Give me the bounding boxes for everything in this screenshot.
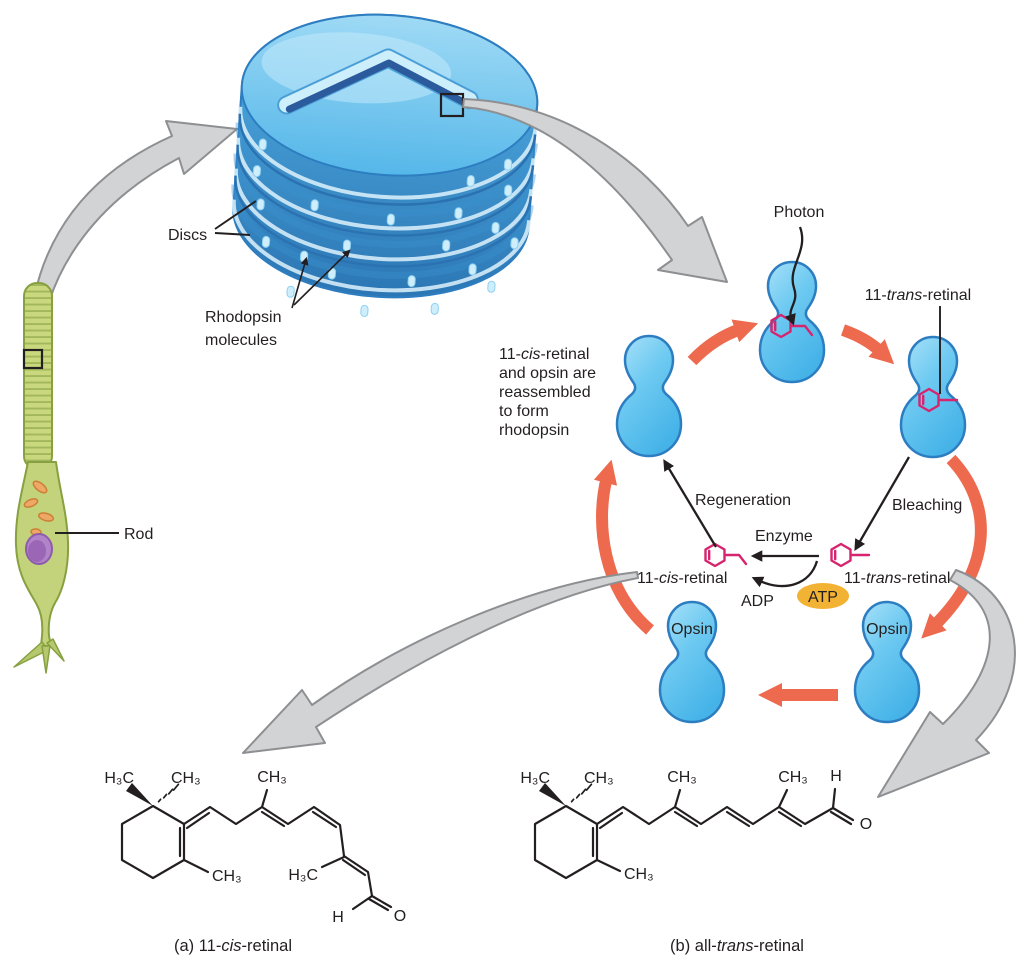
structure-b-ch3-gem-label: CH₃ (584, 770, 614, 787)
structure-b-caption: (b) all-trans-retinal (670, 937, 804, 955)
gray-arrow-cycle-to-structure-b (877, 569, 1016, 798)
gray-arrow-cycle-to-structure-a (242, 571, 639, 754)
enzyme-adp-curved-arrow (751, 560, 819, 588)
rhodopsin-shape-right (899, 335, 967, 459)
trans-retinal-molecule-center (830, 542, 871, 568)
structure-a-h3c-mid-label: H₃C (288, 867, 318, 884)
bleaching-label: Bleaching (892, 497, 962, 514)
structure-b-o-label: O (860, 816, 872, 833)
enzyme-label: Enzyme (755, 528, 813, 545)
cycle-arrow-top-to-right (840, 324, 895, 365)
gray-arrow-rod-to-discs (28, 120, 238, 352)
rod-synaptic-foot (46, 638, 65, 662)
rod-outer-segment (23, 282, 53, 470)
opsin-shape-left (658, 600, 726, 724)
structure-b-ch3-chain2-label: CH₃ (778, 769, 808, 786)
disc-wedge-cut (277, 48, 479, 115)
structure-a-h3c-gem-label: H₃C (104, 770, 134, 787)
opsin-right-label: Opsin (866, 621, 908, 638)
atp-badge (797, 583, 849, 609)
opsin-left-label: Opsin (671, 621, 713, 638)
cis-retinal-molecule-center (704, 542, 748, 568)
cycle-arrow-right-to-opsin (921, 454, 987, 639)
disc-stack (231, 13, 539, 317)
discs-leader-line (214, 200, 257, 230)
structure-a-ch3-chain-label: CH₃ (257, 769, 287, 786)
bleaching-arrow (854, 456, 910, 551)
photon-label: Photon (774, 204, 825, 221)
rod-inset-box (22, 348, 44, 370)
reassembly-note: 11-cis-retinal and opsin are reassembled… (499, 346, 600, 439)
rhodopsin-molecule-dots (252, 138, 519, 317)
structure-b-h3c-gem-label: H₃C (520, 770, 550, 787)
structure-a-caption: (a) 11-cis-retinal (174, 937, 292, 955)
rhodopsin-molecules-leader (291, 256, 309, 309)
structure-a-h-label: H (332, 909, 344, 926)
adp-label: ADP (741, 593, 774, 610)
structure-b-skeleton (533, 783, 855, 880)
rod-cell (13, 282, 70, 674)
structure-a-o-label: O (394, 908, 406, 925)
discs-label: Discs (168, 227, 207, 244)
rod-mitochondria (23, 480, 55, 536)
cis-retinal-center-label: 11-cis-retinal (637, 570, 727, 587)
structure-a-ch3-ring-label: CH₃ (212, 868, 242, 885)
photon-arrow (784, 226, 804, 326)
structure-a-ch3-gem-label: CH₃ (171, 770, 201, 787)
cycle-arrow-opsin-to-left (593, 459, 654, 635)
rod-label: Rod (124, 526, 153, 543)
trans-retinal-center-label: 11-trans-retinal (844, 570, 950, 587)
rod-synaptic-foot (41, 645, 51, 674)
opsin-shape-right (853, 600, 921, 724)
rhodopsin-molecules-label: Rhodopsin molecules (205, 309, 286, 349)
regeneration-arrow (663, 459, 717, 548)
gray-arrow-discs-to-cycle (462, 98, 728, 283)
atp-label: ATP (808, 589, 838, 606)
cycle-arrow-left-to-top (687, 319, 759, 366)
cycle-arrows (593, 319, 987, 707)
rod-nucleus-inner (28, 540, 46, 562)
structure-b-ch3-chain1-label: CH₃ (667, 769, 697, 786)
rhodopsin-molecules-leader (293, 249, 351, 306)
structure-b-ch3-ring-label: CH₃ (624, 866, 654, 883)
structure-b-h-label: H (830, 768, 842, 785)
rhodopsin-shape-left (615, 334, 683, 458)
structure-a-skeleton (120, 783, 393, 912)
regeneration-label: Regeneration (695, 492, 791, 509)
trans-retinal-top-label: 11-trans-retinal (865, 287, 971, 304)
discs-leader-line (214, 232, 251, 236)
